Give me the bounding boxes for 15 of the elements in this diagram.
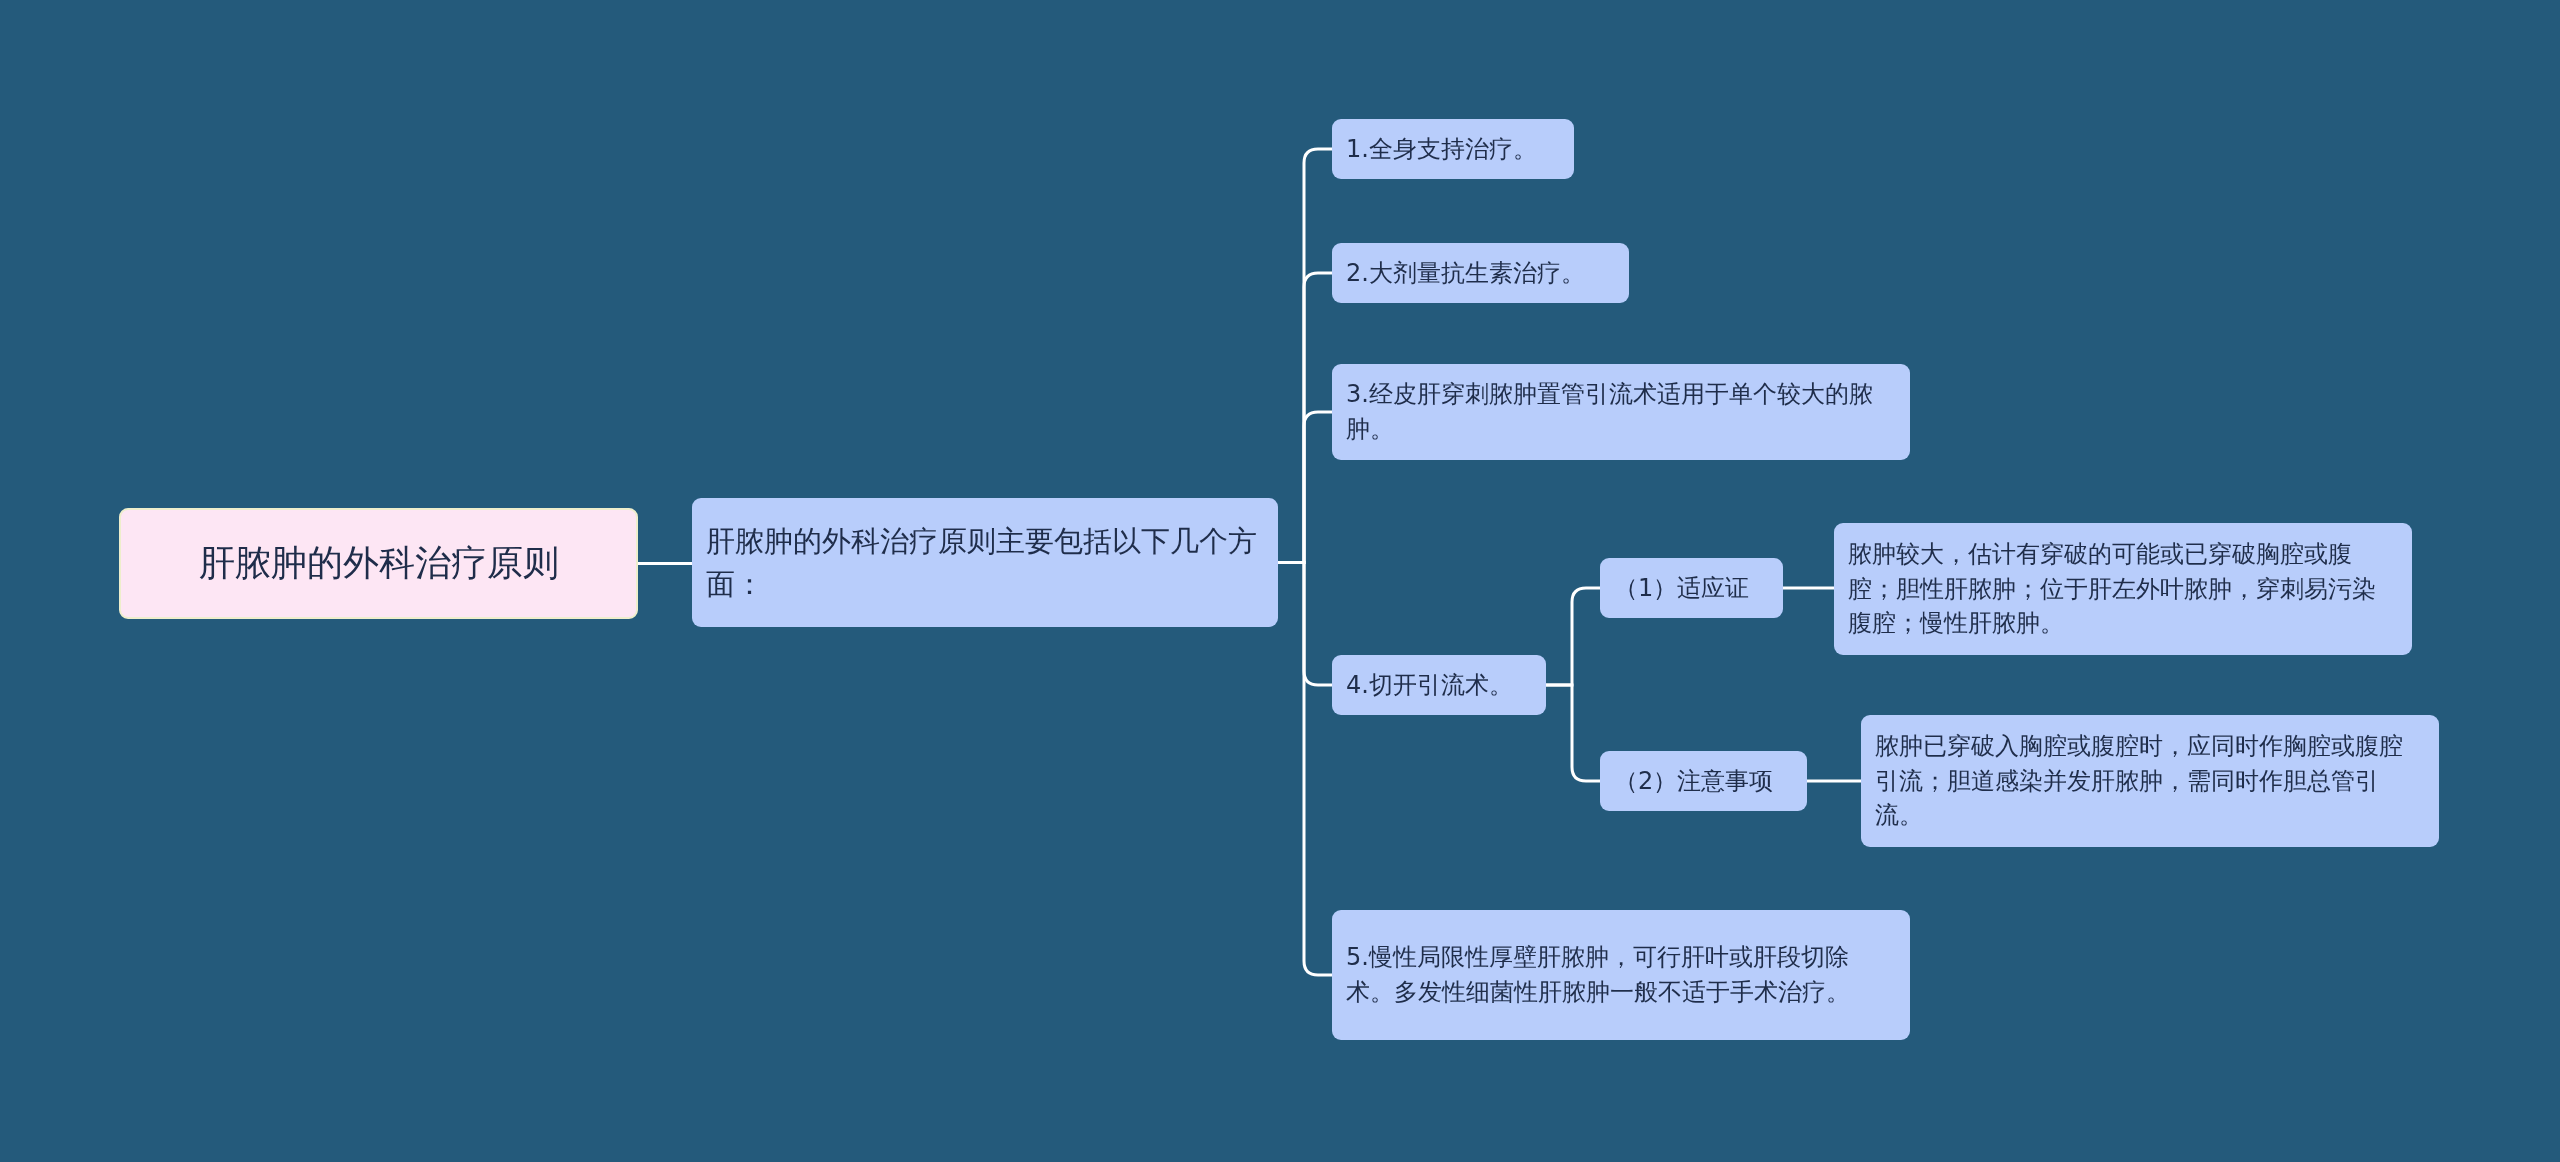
connector-line xyxy=(1278,561,1332,977)
topic-box: 脓肿较大，估计有穿破的可能或已穿破胸腔或腹腔；胆性肝脓肿；位于肝左外叶脓肿，穿刺易污染腹腔；慢性肝脓肿。 xyxy=(1834,523,2412,655)
connector-line xyxy=(1807,779,1861,783)
connector-line xyxy=(1783,586,1834,590)
topic-box: 脓肿已穿破入胸腔或腹腔时，应同时作胸腔或腹腔引流；胆道感染并发肝脓肿，需同时作胆总管引流。 xyxy=(1861,715,2439,847)
topic-box: 4.切开引流术。 xyxy=(1332,655,1546,715)
connector-line xyxy=(638,562,692,565)
topic-box: 5.慢性局限性厚壁肝脓肿，可行肝叶或肝段切除术。多发性细菌性肝脓肿一般不适于手术治疗。 xyxy=(1332,910,1910,1040)
root-topic: 肝脓肿的外科治疗原则 xyxy=(119,508,638,619)
topic-box: （1）适应证 xyxy=(1600,558,1783,618)
topic-box: 1.全身支持治疗。 xyxy=(1332,119,1574,179)
topic-box: 肝脓肿的外科治疗原则主要包括以下几个方面： xyxy=(692,498,1278,627)
topic-box: 3.经皮肝穿刺脓肿置管引流术适用于单个较大的脓肿。 xyxy=(1332,364,1910,460)
topic-box: （2）注意事项 xyxy=(1600,751,1807,811)
topic-box: 2.大剂量抗生素治疗。 xyxy=(1332,243,1629,303)
